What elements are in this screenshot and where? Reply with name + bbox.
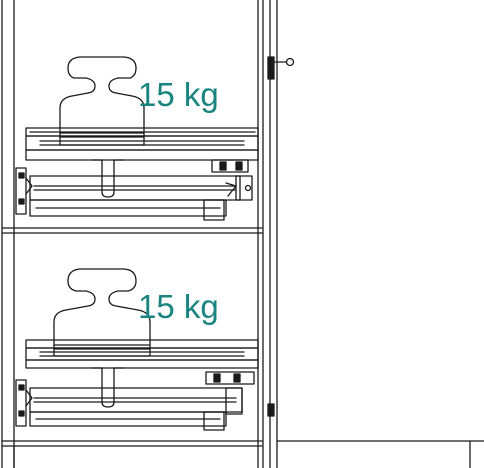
upper-weight-icon — [59, 56, 145, 146]
cabinet-frame — [1, 0, 263, 468]
door-hinge — [267, 403, 275, 417]
lower-weight-icon — [53, 268, 151, 357]
door-handle — [267, 56, 295, 80]
upper-slide-runner — [15, 159, 253, 221]
lower-slide-runner — [15, 367, 255, 431]
upper-load-label: 15 kg — [138, 76, 219, 113]
upper-shelf-tray — [25, 127, 259, 161]
cabinet-door — [257, 0, 484, 468]
lower-load-label: 15 kg — [138, 288, 219, 325]
lower-shelf-tray — [25, 339, 259, 369]
